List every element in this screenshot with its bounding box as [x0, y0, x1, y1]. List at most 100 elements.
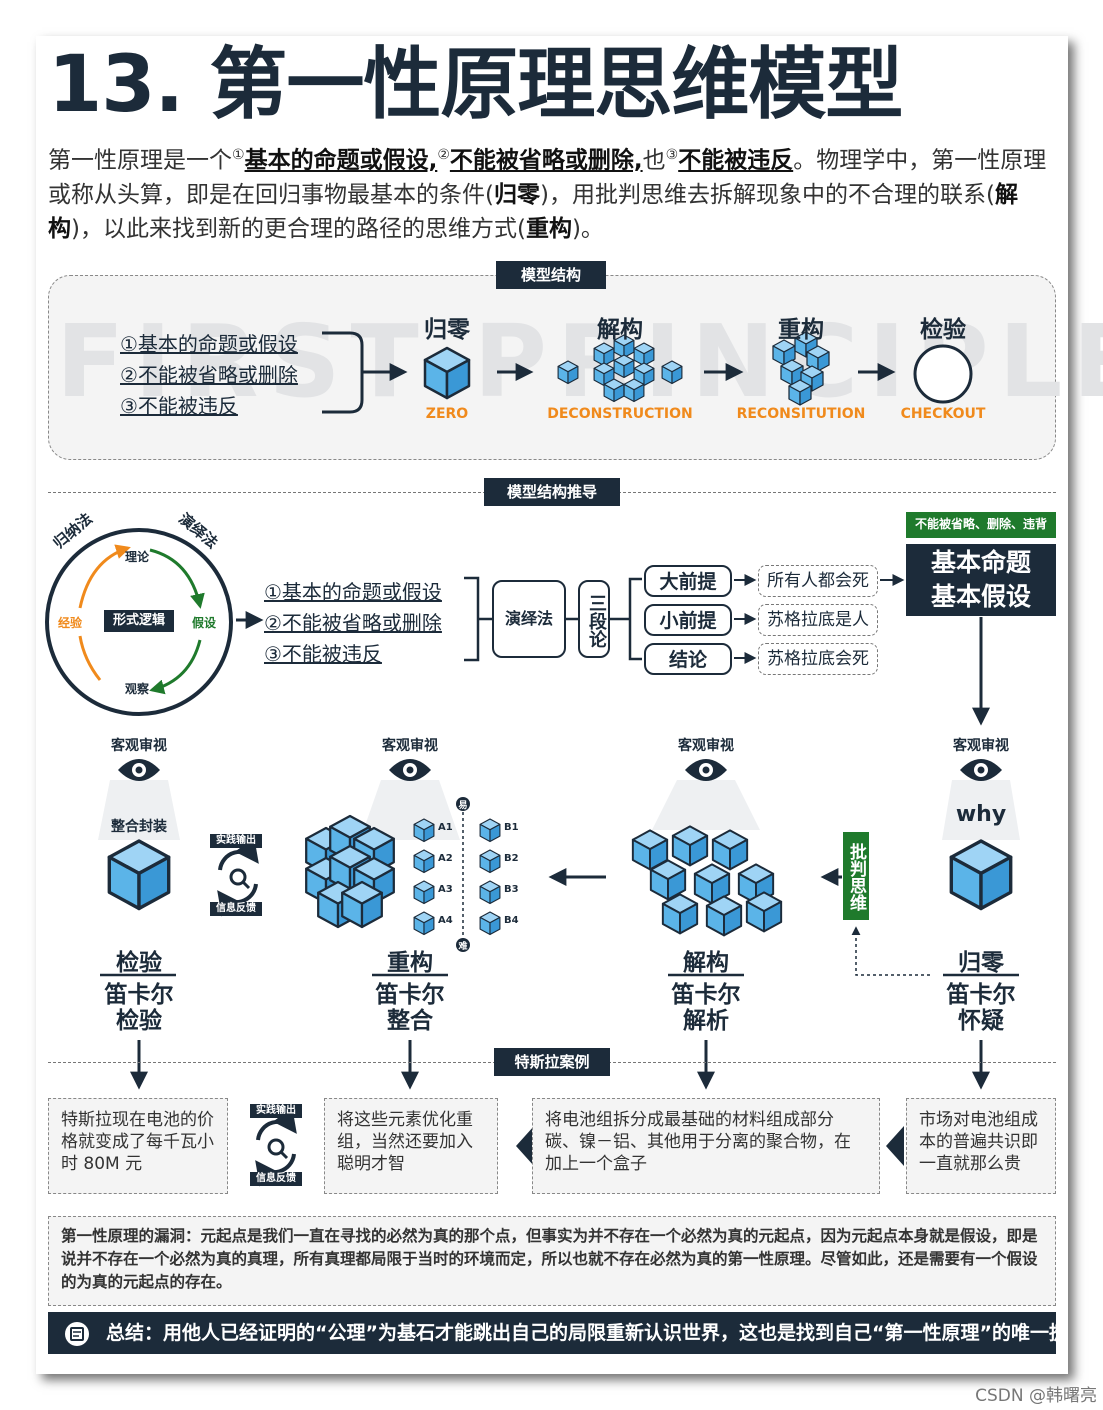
- a-column-cubes: [413, 818, 435, 936]
- principle-item: ③不能被违反: [120, 394, 238, 418]
- circle-hypothesis: 假设: [192, 616, 217, 630]
- easy-label: 易: [458, 801, 468, 811]
- basic-proposition-box: 基本命题 基本假设: [906, 544, 1056, 616]
- page-title: 13. 第一性原理思维模型: [48, 40, 903, 130]
- practice-output-badge: 实践输出: [210, 834, 262, 848]
- conclusion: 结论: [644, 643, 732, 675]
- section-tag-derivation: 模型结构推导: [484, 478, 620, 506]
- a-label: A2: [438, 853, 453, 864]
- info-feedback-badge: 信息反馈: [250, 1172, 302, 1186]
- stage-zero-sub: 笛卡尔怀疑: [932, 982, 1030, 1034]
- observe-label: 客观审视: [678, 738, 734, 754]
- step-zero-title: 归零: [424, 317, 470, 343]
- intro-text: )。: [571, 215, 604, 242]
- hard-label: 难: [458, 942, 468, 952]
- observe-label: 客观审视: [111, 738, 167, 754]
- a-label: A3: [438, 884, 453, 895]
- intro-num: ③: [665, 147, 679, 163]
- reconstruct-cluster-icon: [305, 814, 395, 929]
- induction-arc: [78, 635, 102, 681]
- case-deconstruct: 将电池组拆分成最基础的材料组成部分碳、镍－铝、其他用于分离的聚合物，在加上一个盒…: [532, 1098, 880, 1194]
- summary-bar: 总结：用他人已经证明的“公理”为基石才能跳出自己的局限重新认识世界，这也是找到自…: [48, 1312, 1056, 1354]
- case-checkout: 特斯拉现在电池的价格就变成了每千瓦小时 80M 元: [48, 1098, 228, 1194]
- deduction-method-box: 演绎法: [492, 580, 566, 658]
- left-arrow-icon: [516, 1126, 534, 1166]
- step-reconstruct-title: 重构: [778, 317, 824, 343]
- stage-deconstruct-sub: 笛卡尔解析: [657, 982, 755, 1034]
- syllogism-box: 三段论: [578, 580, 610, 658]
- case-zero: 市场对电池组成本的普遍共识即一直就那么贵: [906, 1098, 1056, 1194]
- section-tag-tesla: 特斯拉案例: [494, 1048, 610, 1076]
- principle-item: ②不能被省略或删除: [120, 363, 298, 387]
- difficulty-dot: [456, 938, 470, 952]
- circle-theory: 理论: [125, 550, 150, 564]
- bracket-shape: [464, 576, 480, 662]
- stage-sub2: 整合: [387, 1008, 433, 1034]
- b-label: B2: [504, 853, 519, 864]
- stage-sub1: 笛卡尔: [375, 982, 445, 1008]
- b-label: B1: [504, 822, 519, 833]
- intro-bold: 重构: [525, 215, 572, 242]
- deduction-arc: [149, 639, 202, 695]
- observe-label: 客观审视: [953, 738, 1009, 754]
- stage-sub2: 解析: [683, 1008, 729, 1034]
- stage-sub2: 检验: [116, 1008, 162, 1034]
- stage-deconstruct-title: 解构: [683, 950, 729, 976]
- step-checkout-en: CHECKOUT: [900, 406, 986, 422]
- eye-icon: [360, 759, 460, 840]
- practice-output-badge: 实践输出: [250, 1104, 302, 1118]
- intro-num: ①: [232, 147, 245, 163]
- loophole-note: 第一性原理的漏洞：元起点是我们一直在寻找的必然为真的那个点，但事实为并不存在一个…: [48, 1216, 1056, 1306]
- stage-sub1: 笛卡尔: [946, 982, 1016, 1008]
- intro-key: 不能被省略或删除,: [449, 147, 643, 174]
- b-label: B4: [504, 915, 519, 926]
- intro-bold: 归零: [493, 181, 540, 208]
- stage-reconstruct-title: 重构: [387, 950, 433, 976]
- dotted-feedback-line: [851, 926, 930, 976]
- stage-zero-title: 归零: [958, 950, 1004, 976]
- intro-bold: 解构: [48, 181, 1018, 242]
- major-premise: 大前提: [644, 565, 732, 597]
- stage-sub1: 笛卡尔: [104, 982, 174, 1008]
- intro-paragraph: 第一性原理是一个①基本的命题或假设,②不能被省略或删除,也③不能被违反。物理学中…: [48, 138, 1058, 246]
- a-label: A4: [438, 915, 453, 926]
- deduction-arc: [149, 548, 205, 609]
- intro-key: 基本的命题或假设,: [244, 147, 438, 174]
- principle-item: ②不能被省略或删除: [264, 611, 442, 635]
- difficulty-dot: [456, 797, 470, 811]
- stage-checkout-sub: 笛卡尔检验: [90, 982, 188, 1034]
- checkout-circle-icon: [913, 344, 973, 404]
- deconstruct-cluster-icon: [631, 825, 783, 937]
- stage-reconstruct-sub: 笛卡尔整合: [361, 982, 459, 1034]
- intro-key: 不能被违反: [678, 147, 794, 174]
- info-feedback-badge: 信息反馈: [210, 902, 262, 916]
- b-column-cubes: [479, 818, 501, 936]
- green-constraint-tag: 不能被省略、删除、违背: [906, 512, 1056, 538]
- case-reconstruct: 将这些元素优化重组，当然还要加入聪明才智: [324, 1098, 498, 1194]
- eye-icon: [942, 759, 1020, 840]
- intro-text: 。物理学中，第一性原理或称从头算，即是在回归事物最基本的条件(: [48, 147, 1047, 208]
- zero-cube-icon: [949, 839, 1013, 911]
- conclusion-example: 苏格拉底会死: [758, 643, 878, 675]
- why-label: why: [955, 802, 1007, 827]
- step-deconstruct-title: 解构: [597, 317, 643, 343]
- major-premise-example: 所有人都会死: [758, 565, 878, 597]
- principle-item: ①基本的命题或假设: [120, 332, 298, 356]
- induction-arc: [78, 544, 131, 609]
- logic-circle: [45, 528, 233, 716]
- stage-sub2: 怀疑: [958, 1008, 1004, 1034]
- a-label: A1: [438, 822, 453, 833]
- critical-thinking-badge: 批判思维: [843, 832, 869, 920]
- minor-premise: 小前提: [644, 604, 732, 636]
- b-label: B3: [504, 884, 519, 895]
- pack-label: 整合封装: [111, 819, 167, 835]
- cycle-icon: [217, 837, 259, 917]
- basic-proposition: 基本命题: [930, 548, 1031, 577]
- minor-premise-example: 苏格拉底是人: [758, 604, 878, 636]
- step-deconstruct-en: DECONSTRUCTION: [547, 406, 693, 422]
- circle-observation: 观察: [125, 682, 150, 696]
- left-arrow-icon: [886, 1126, 904, 1166]
- intro-text: 也: [642, 147, 666, 174]
